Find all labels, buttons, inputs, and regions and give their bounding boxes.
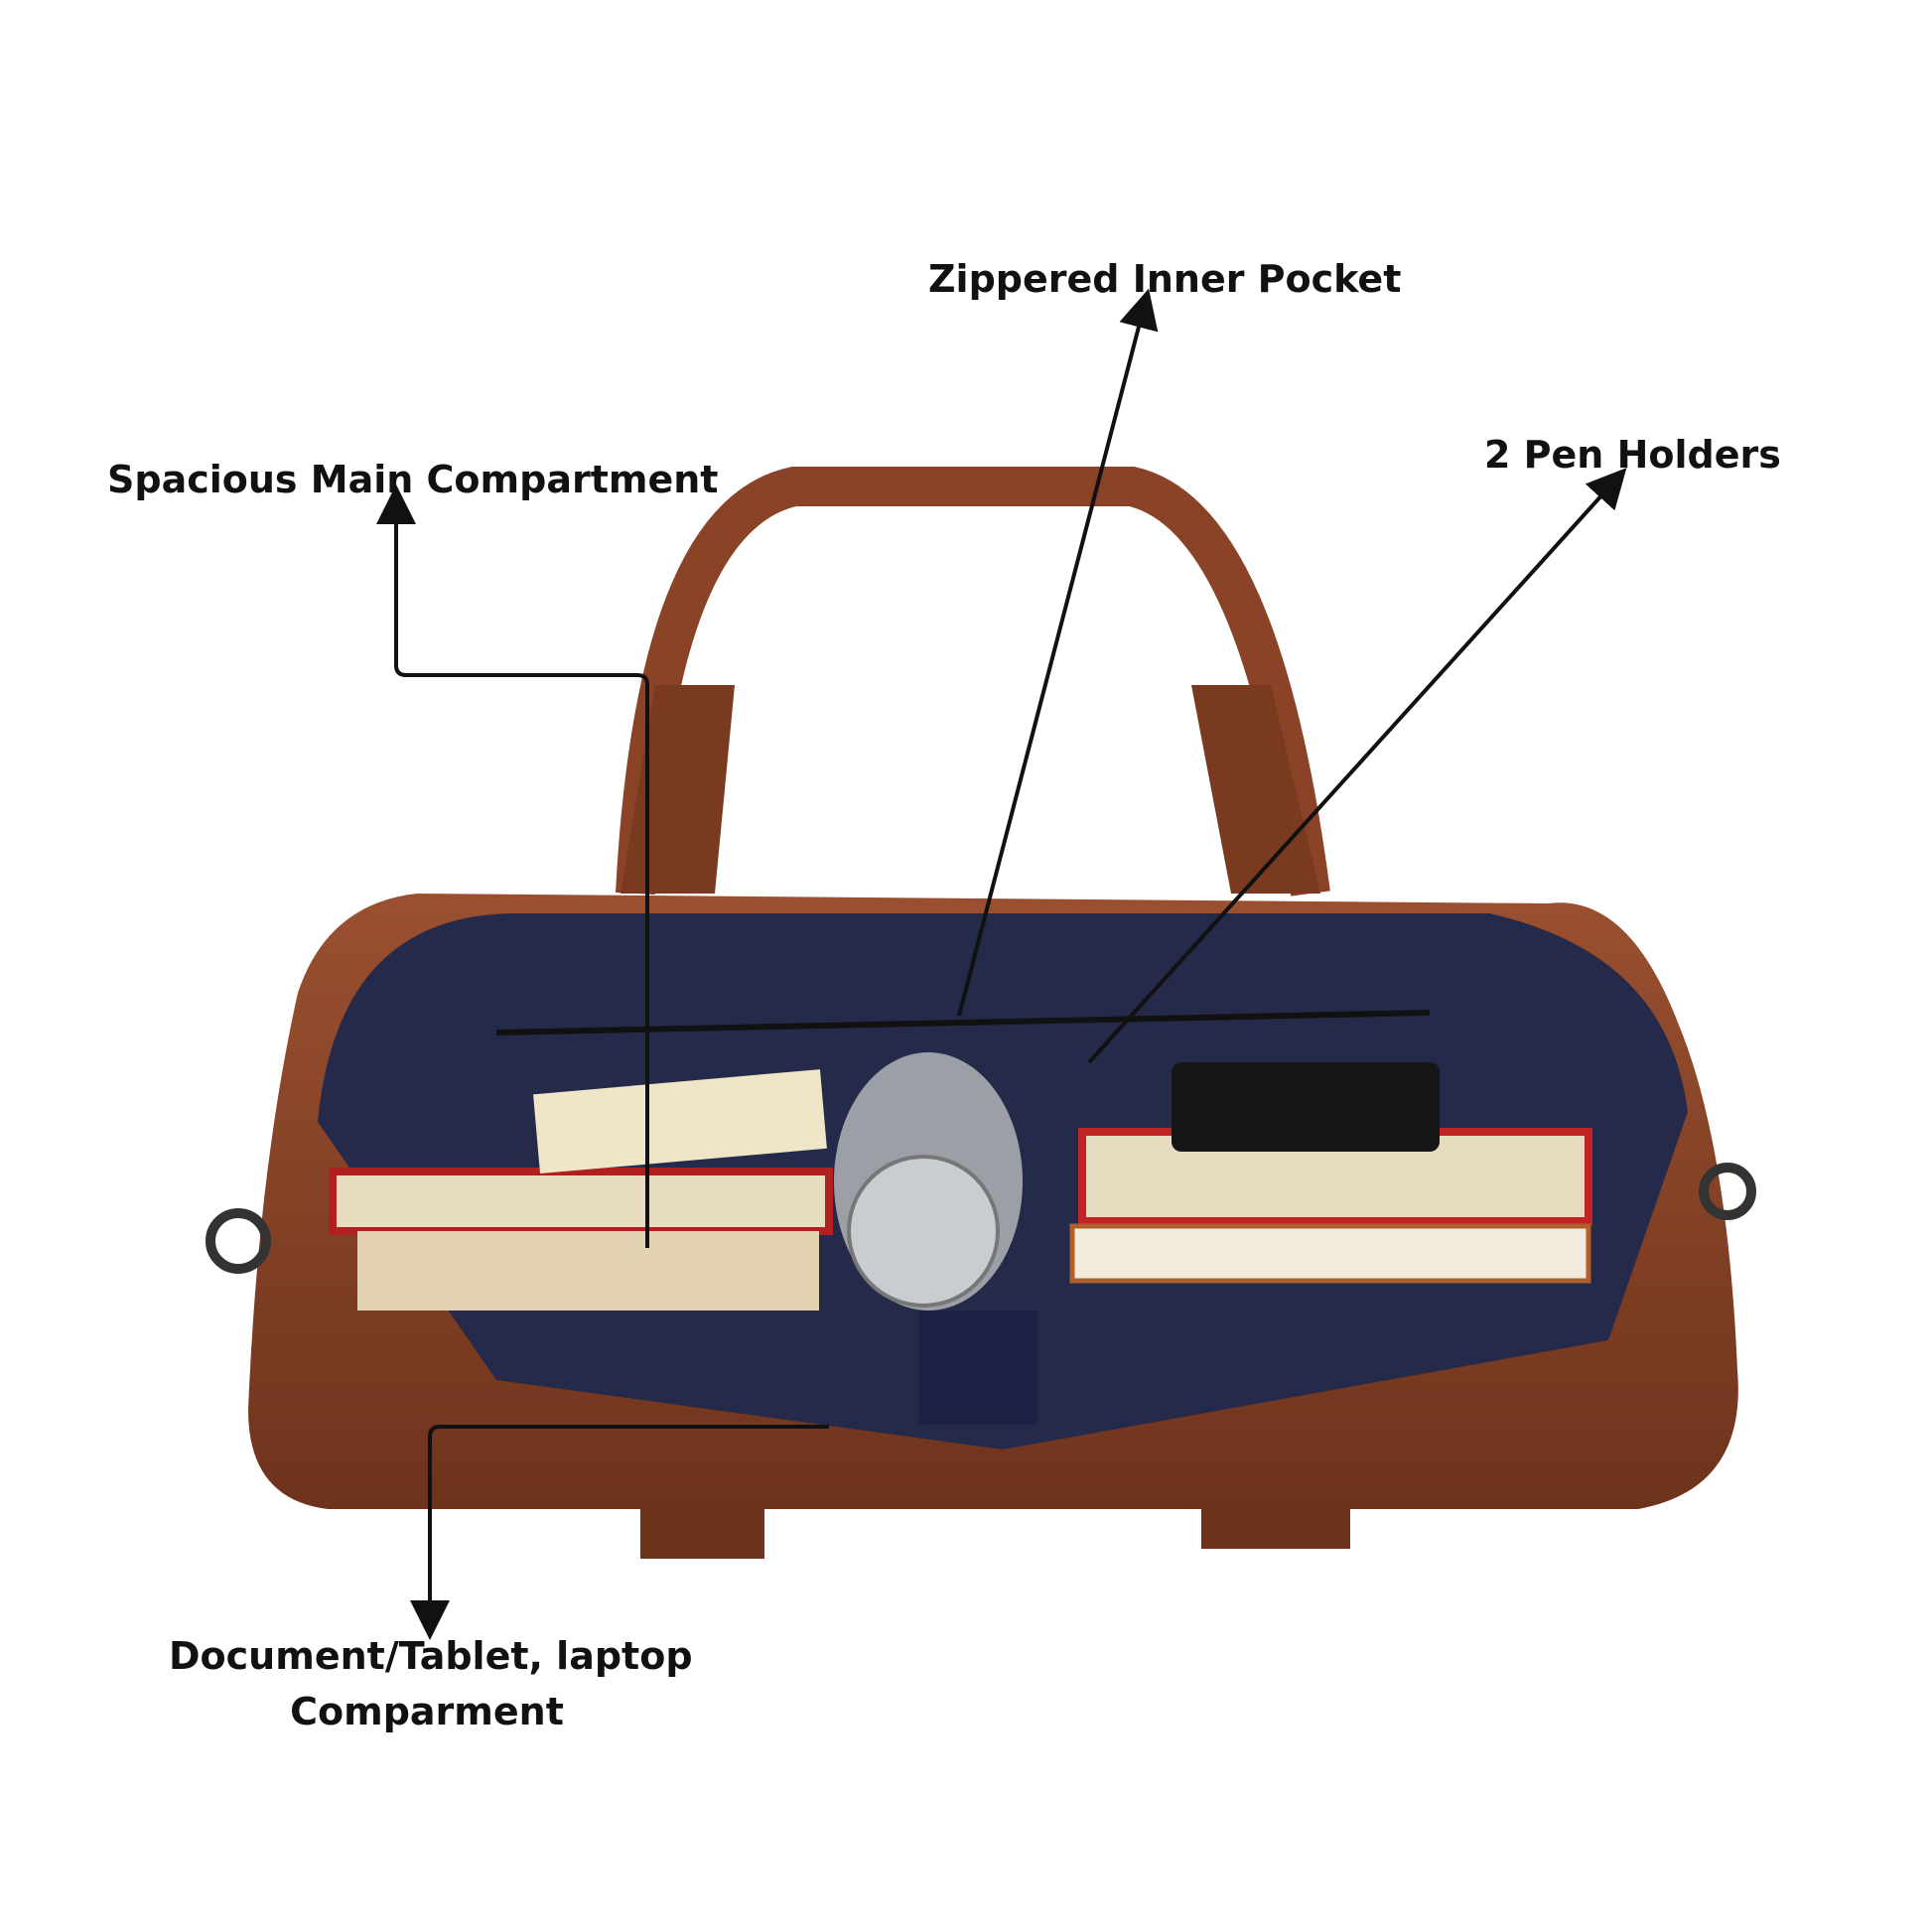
label-document-line2: Comparment <box>290 1690 564 1733</box>
book <box>329 1168 833 1235</box>
label-pen-holders: 2 Pen Holders <box>1484 433 1781 477</box>
book <box>357 1231 819 1311</box>
laptop-strap <box>918 1311 1037 1425</box>
phone <box>1172 1062 1440 1152</box>
label-main-compartment: Spacious Main Compartment <box>107 458 719 501</box>
book <box>1069 1223 1591 1284</box>
inner-pocket-zipper <box>495 1010 1431 1035</box>
book <box>533 1069 827 1174</box>
bottle-cap <box>847 1155 1000 1308</box>
label-document-compartment: Document/Tablet, laptop Comparment <box>169 1628 693 1739</box>
arrow-document-compartment <box>410 1425 829 1640</box>
strap-ring-left <box>206 1208 271 1274</box>
strap-ring-right <box>1699 1163 1756 1220</box>
arrow-pen-holders <box>1087 468 1627 1064</box>
label-zippered-inner-pocket: Zippered Inner Pocket <box>928 257 1402 301</box>
label-document-line1: Document/Tablet, laptop <box>169 1634 693 1678</box>
bag-handle <box>616 467 1330 897</box>
arrow-zippered-pocket <box>957 288 1159 1017</box>
arrow-main-compartment <box>376 484 649 1248</box>
